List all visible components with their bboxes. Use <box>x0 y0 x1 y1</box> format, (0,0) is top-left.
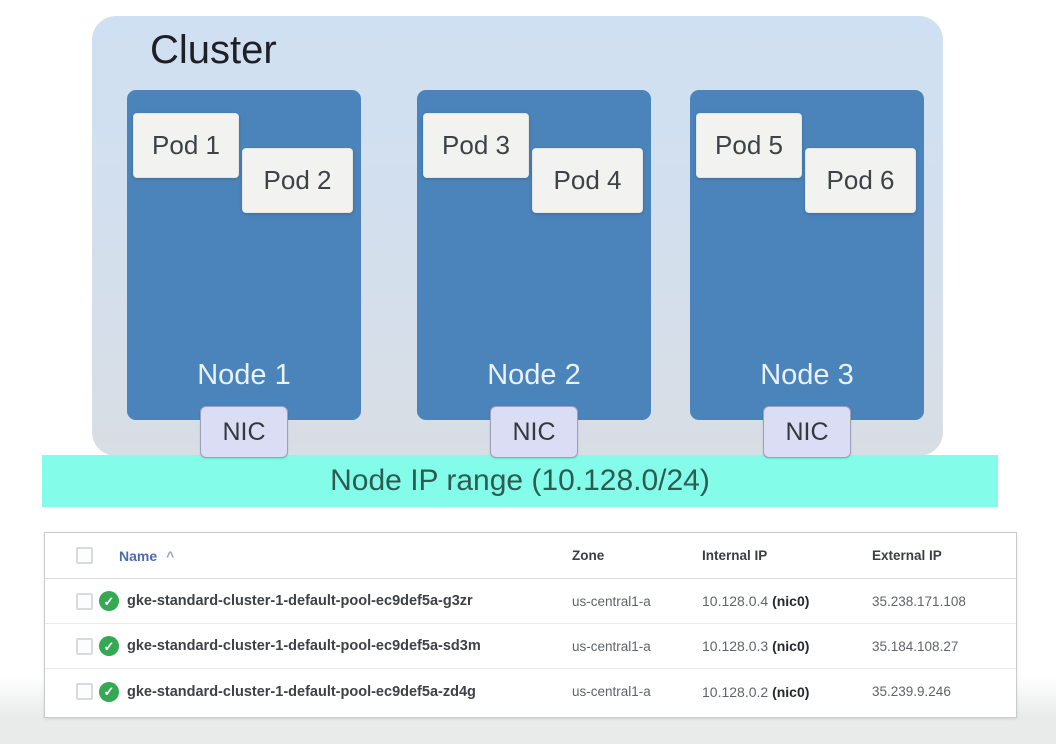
table-row[interactable]: ✓ gke-standard-cluster-1-default-pool-ec… <box>45 624 1016 669</box>
internal-ip-cell: 10.128.0.2 (nic0) <box>702 684 872 700</box>
internal-ip-cell: 10.128.0.3 (nic0) <box>702 638 872 654</box>
node-box-3: Pod 5 Pod 6 Node 3 NIC <box>690 90 924 458</box>
external-ip-column-header[interactable]: External IP <box>872 548 942 563</box>
node-ip-range-label: Node IP range (10.128.0/24) <box>330 464 710 497</box>
zone-cell: us-central1-a <box>572 684 651 699</box>
table-header-row: Name ^ Zone Internal IP External IP <box>45 533 1016 579</box>
zone-column-header[interactable]: Zone <box>572 548 605 563</box>
node-box-2: Pod 3 Pod 4 Node 2 NIC <box>417 90 651 458</box>
pod-box: Pod 4 <box>532 148 643 213</box>
internal-ip-value: 10.128.0.2 <box>702 683 769 700</box>
node-label: Node 3 <box>760 359 854 391</box>
table-row[interactable]: ✓ gke-standard-cluster-1-default-pool-ec… <box>45 669 1016 714</box>
nic-interface-label: (nic0) <box>772 593 810 609</box>
name-column-header[interactable]: Name <box>119 547 158 564</box>
external-ip-cell: 35.238.171.108 <box>872 593 966 609</box>
pod-box: Pod 3 <box>423 113 529 178</box>
status-ok-icon: ✓ <box>99 636 119 656</box>
row-checkbox[interactable] <box>76 592 93 610</box>
external-ip-cell: 35.184.108.27 <box>872 638 959 654</box>
internal-ip-column-header[interactable]: Internal IP <box>702 548 768 563</box>
nic-box: NIC <box>200 406 288 458</box>
cluster-title: Cluster <box>150 28 277 72</box>
pod-box: Pod 6 <box>805 148 916 213</box>
node-box-1: Pod 1 Pod 2 Node 1 NIC <box>127 90 361 458</box>
internal-ip-value: 10.128.0.4 <box>702 593 769 609</box>
nic-interface-label: (nic0) <box>772 638 810 654</box>
nic-box: NIC <box>763 406 851 458</box>
pod-box: Pod 1 <box>133 113 239 178</box>
internal-ip-value: 10.128.0.3 <box>702 638 769 654</box>
status-ok-icon: ✓ <box>99 591 119 611</box>
instance-name[interactable]: gke-standard-cluster-1-default-pool-ec9d… <box>127 638 481 654</box>
node-label: Node 2 <box>487 359 581 391</box>
instance-name[interactable]: gke-standard-cluster-1-default-pool-ec9d… <box>127 683 476 700</box>
instance-name[interactable]: gke-standard-cluster-1-default-pool-ec9d… <box>127 593 473 609</box>
pod-box: Pod 5 <box>696 113 802 178</box>
select-all-checkbox[interactable] <box>76 547 93 564</box>
nic-interface-label: (nic0) <box>772 683 810 700</box>
status-ok-icon: ✓ <box>99 681 119 702</box>
pod-box: Pod 2 <box>242 148 353 213</box>
internal-ip-cell: 10.128.0.4 (nic0) <box>702 593 872 609</box>
zone-cell: us-central1-a <box>572 593 651 609</box>
sort-ascending-icon: ^ <box>166 547 175 564</box>
row-checkbox[interactable] <box>76 683 93 700</box>
nic-box: NIC <box>490 406 578 458</box>
instances-table: Name ^ Zone Internal IP External IP ✓ gk… <box>44 532 1017 718</box>
node-label: Node 1 <box>197 359 291 391</box>
zone-cell: us-central1-a <box>572 638 651 654</box>
table-row[interactable]: ✓ gke-standard-cluster-1-default-pool-ec… <box>45 579 1016 624</box>
node-ip-range-bar: Node IP range (10.128.0/24) <box>42 455 998 507</box>
row-checkbox[interactable] <box>76 637 93 655</box>
external-ip-cell: 35.239.9.246 <box>872 684 951 699</box>
